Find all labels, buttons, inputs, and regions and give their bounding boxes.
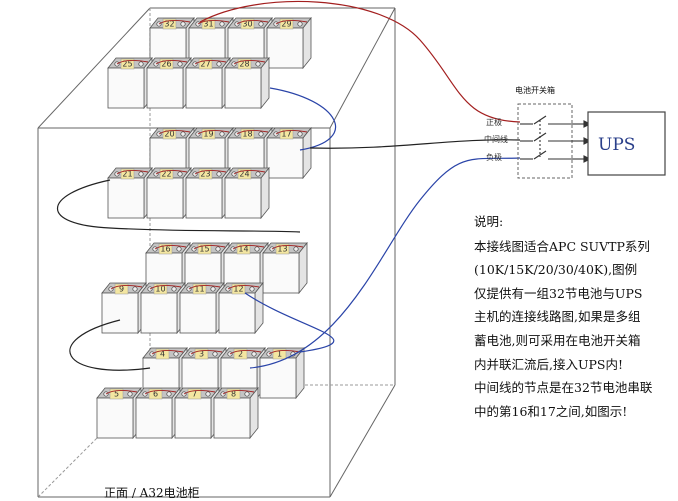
note-line: 中间线的节点是在32节电池串联: [474, 380, 653, 396]
battery-cell: 29: [266, 16, 312, 70]
battery-number: 11: [194, 285, 204, 294]
battery-number: 27: [200, 60, 210, 69]
battery-number: 17: [281, 130, 291, 139]
battery-number: 19: [203, 130, 213, 139]
battery-number: 12: [233, 285, 243, 294]
note-line: 本接线图适合APC SUVTP系列: [474, 238, 650, 254]
ups-box: [587, 111, 666, 176]
cabinet-label: 正面 / A32电池柜: [104, 486, 200, 500]
battery-cell: 23: [185, 166, 231, 220]
note-line: 内并联汇流后,接入UPS内!: [474, 356, 624, 372]
battery-number: 18: [242, 130, 252, 139]
battery-cell: 10: [140, 281, 186, 335]
battery-number: 28: [239, 60, 249, 69]
battery-number: 26: [161, 60, 171, 69]
battery-number: 31: [203, 20, 213, 29]
note-line: 中的第16和17之间,如图示!: [474, 403, 628, 419]
battery-number: 29: [281, 20, 291, 29]
tier-link-wire-3: [244, 292, 335, 353]
tier-link-wire-2: [56, 179, 301, 233]
battery-number: 21: [122, 170, 132, 179]
battery-number: 9: [119, 285, 124, 294]
battery-cell: 1: [259, 346, 305, 400]
battery-cell: 7: [174, 386, 220, 440]
battery-cell: 24: [224, 166, 270, 220]
battery-cell: 27: [185, 56, 231, 110]
battery-number: 23: [200, 170, 210, 179]
battery-cell: 5: [96, 386, 142, 440]
note-line: 仅提供有一组32节电池与UPS: [474, 285, 643, 301]
battery-number: 2: [238, 350, 243, 359]
battery-number: 3: [199, 350, 204, 359]
positive-wire: [199, 0, 521, 123]
battery-number: 8: [231, 390, 236, 399]
battery-number: 30: [242, 20, 252, 29]
tier-link-wire-4: [69, 319, 151, 371]
terminal-negative-label: 负极: [486, 153, 502, 162]
note-line: 主机的连接线路图,如果是多组: [474, 309, 641, 325]
battery-number: 5: [114, 390, 119, 399]
battery-cell: 17: [266, 126, 312, 180]
note-line: (10K/15K/20/30/40K),图例: [474, 262, 638, 278]
battery-number: 4: [160, 350, 165, 359]
battery-number: 22: [161, 170, 171, 179]
battery-cell: 28: [224, 56, 270, 110]
battery-number: 14: [238, 245, 248, 254]
battery-number: 7: [192, 390, 197, 399]
note-line: 蓄电池,则可采用在电池开关箱: [474, 332, 641, 348]
instructions-note: 说明: 本接线图适合APC SUVTP系列 (10K/15K/20/30/40K…: [474, 210, 674, 423]
battery-number: 16: [160, 245, 170, 254]
negative-wire: [249, 157, 521, 369]
battery-number: 24: [239, 170, 249, 179]
battery-cell: 6: [135, 386, 181, 440]
battery-number: 6: [153, 390, 158, 399]
battery-cell: 12: [218, 281, 264, 335]
terminal-neutral-label: 中间线: [484, 135, 508, 144]
battery-cell: 22: [146, 166, 192, 220]
battery-number: 15: [199, 245, 209, 254]
terminal-positive-label: 正极: [486, 118, 502, 127]
battery-cell: 11: [179, 281, 225, 335]
battery-cell: 8: [213, 386, 259, 440]
neutral-wire: [309, 139, 521, 149]
battery-cell: 25: [107, 56, 153, 110]
battery-number: 1: [277, 350, 282, 359]
battery-cell: 26: [146, 56, 192, 110]
battery-number: 20: [164, 130, 174, 139]
ups-label: UPS: [598, 135, 636, 155]
note-title: 说明:: [474, 214, 504, 229]
battery-number: 10: [155, 285, 165, 294]
battery-number: 13: [277, 245, 287, 254]
ups-feed-arrows: [572, 120, 592, 163]
battery-number: 32: [164, 20, 174, 29]
connection-wires: [56, 0, 521, 371]
battery-cell: 21: [107, 166, 153, 220]
battery-cell: 13: [262, 241, 308, 295]
battery-switch-box: [517, 103, 573, 179]
switch-box-title: 电池开关箱: [515, 86, 555, 95]
battery-cell: 9: [101, 281, 147, 335]
battery-number: 25: [122, 60, 132, 69]
tier-link-wire-1: [269, 87, 337, 151]
